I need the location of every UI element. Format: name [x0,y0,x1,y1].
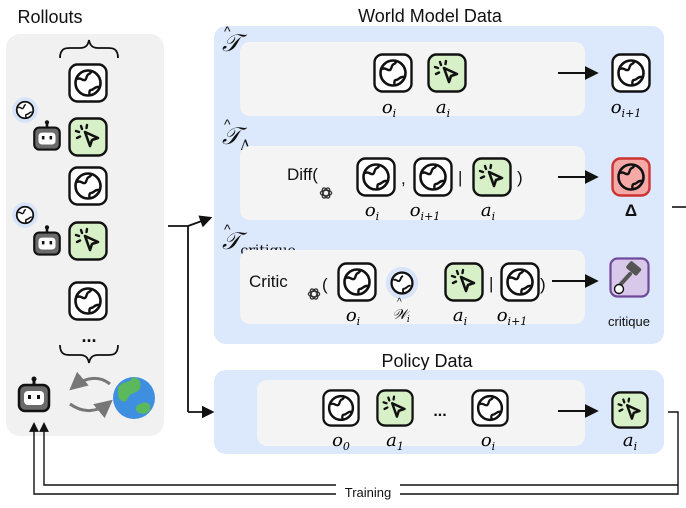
ai-output-label: ai [623,430,637,453]
action-cursor-icon [472,157,512,197]
next-observation-globe-icon [413,157,453,197]
o-next-label: oi+1 [611,97,642,120]
delta-globe-icon [611,157,651,197]
oi-label: oi [481,430,495,453]
top-brace [59,39,119,59]
hat-accent: ^ [397,297,402,308]
action-cursor-icon [376,389,414,427]
environment-cloud-icon [11,201,39,229]
hat-accent: ^ [224,221,231,237]
o0-label: o0 [332,430,350,453]
o-next-label: oi+1 [497,305,528,328]
critic-fn-label: Critic [249,272,288,291]
close-paren: ) [517,168,523,187]
bar: | [458,168,462,187]
world-model-title: World Model Data [358,6,503,26]
observation-globe-icon [373,53,413,93]
observation-globe-icon [356,157,396,197]
env-to-agent-arrow [69,371,111,391]
rollouts-title: Rollouts [17,7,82,27]
policy-panel: Policy Data o0 a1 ... oi ai [214,351,664,454]
critique-label: critique [608,314,650,329]
action-cursor-icon [68,221,108,261]
rollouts-panel: Rollouts ... [6,7,164,436]
environment-cloud-icon [11,96,39,124]
next-observation-globe-icon [500,262,540,302]
action-cursor-icon [427,53,467,93]
w-hat-label: 𝒲i [392,307,410,325]
comma: , [401,169,406,188]
delta-label: Δ [625,201,637,220]
world-model-cloud-icon [384,265,420,301]
observation-globe-icon [471,389,509,427]
action-cursor-icon [68,117,108,157]
agent-to-env-arrow [69,399,113,419]
o-i-label: oi [365,200,379,223]
observation-globe-icon [68,166,108,206]
observation-globe-icon [337,262,377,302]
o-i-label: oi [346,305,360,328]
world-model-panel: World Model Data 𝒯 ^ oi ai oi+1 𝒯Δ ^ Dif… [214,6,664,344]
action-output-cursor-icon [611,391,649,429]
a-i-label: ai [453,305,467,328]
earth-icon [113,377,155,419]
close-paren: ) [540,275,546,294]
policy-ellipsis: ... [433,403,446,420]
a-i-label: ai [481,200,495,223]
rollouts-ellipsis: ... [81,326,96,346]
next-observation-globe-icon [611,53,651,93]
training-label: Training [345,485,391,500]
open-paren: ( [322,275,328,294]
rollout-connectors [168,215,215,419]
hat-accent: ^ [224,116,231,132]
training-loop: Training [29,411,679,500]
a1-label: a1 [386,430,404,453]
observation-globe-icon [68,281,108,321]
policy-title: Policy Data [381,351,473,371]
observation-globe-icon [68,63,108,103]
o-next-label: oi+1 [410,200,441,223]
hat-accent: ^ [224,23,231,39]
policy-row [257,380,585,446]
a-i-label: ai [436,97,450,120]
critique-gavel-icon [609,257,650,298]
action-cursor-icon [444,262,484,302]
diff-fn-label: Diff( [287,165,318,184]
bottom-brace [59,344,119,364]
bar: | [489,274,493,293]
o-i-label: oi [382,97,396,120]
observation-globe-icon [322,389,360,427]
